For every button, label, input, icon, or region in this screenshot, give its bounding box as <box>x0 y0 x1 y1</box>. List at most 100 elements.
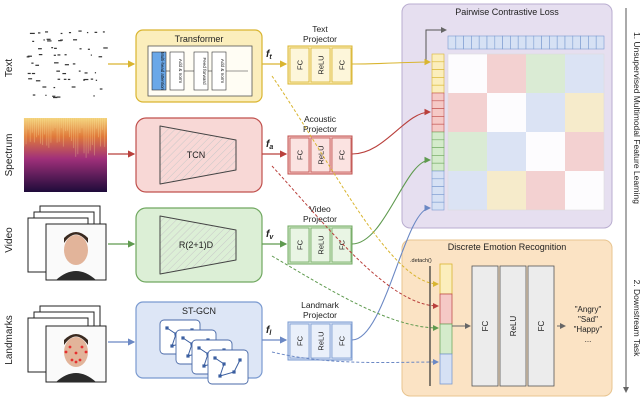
similarity-matrix-cell <box>526 93 565 132</box>
tcn-label: TCN <box>187 150 206 160</box>
loss-feature-bar-segment-top <box>525 35 535 50</box>
similarity-matrix-border <box>447 53 605 211</box>
text-glyph <box>95 79 98 81</box>
video-projector-subtitle: Projector <box>303 214 337 224</box>
text-projector-title: Text <box>312 24 328 34</box>
transformer-mha-label: Multi-head attention <box>160 52 165 90</box>
loss-feature-bar-segment <box>431 194 445 203</box>
text-glyph <box>90 78 94 80</box>
acoustic-projector-title: Acoustic <box>304 114 337 124</box>
landmark-projector-fc-layer-label: FC <box>338 335 347 346</box>
link-acoustic-feature-to-recognition <box>271 165 439 309</box>
spectrum-image <box>23 118 107 192</box>
landmark-frames <box>27 305 107 383</box>
loss-feature-bar-segment-top <box>564 35 574 50</box>
text-glyph <box>57 78 61 80</box>
text-glyph <box>87 48 90 50</box>
loss-feature-bar-segment-top <box>541 35 550 50</box>
text-glyph <box>78 70 81 72</box>
input-label-video: Video <box>4 227 15 253</box>
text-glyph <box>51 47 54 49</box>
detach-label: .detach() <box>410 258 432 264</box>
similarity-matrix-cell <box>565 93 604 132</box>
text-glyph <box>86 31 89 34</box>
feature-label-video: fv <box>266 229 274 241</box>
similarity-matrix-cell <box>565 132 604 171</box>
output-ellipsis: ... <box>585 335 592 344</box>
landmark-point <box>74 351 78 355</box>
link-landmark-projector-to-loss <box>351 204 432 341</box>
landmark-projector-relu-layer <box>310 323 331 359</box>
text-glyph <box>42 86 47 88</box>
text-glyph <box>90 54 92 56</box>
contrastive-loss-panel: Pairwise Contrastive Loss <box>401 3 613 229</box>
loss-feature-bar-segment-top <box>572 35 581 50</box>
feature-label-text: ft <box>266 49 272 61</box>
landmark-point <box>80 345 84 349</box>
landmark-projector-fc-layer <box>331 323 352 359</box>
recognition-feature-segment <box>439 293 453 325</box>
text-glyph <box>67 78 71 81</box>
text-glyph <box>56 70 60 72</box>
loss-feature-bar-segment <box>431 100 445 109</box>
similarity-matrix-cell <box>487 132 526 171</box>
text-glyph <box>103 47 108 49</box>
loss-feature-bar-segment <box>431 53 445 63</box>
loss-feature-bar-segment-top <box>517 35 527 50</box>
loss-feature-bar-segment <box>431 123 445 133</box>
loss-feature-bar-segment <box>431 170 445 180</box>
loss-feature-bar-segment-top <box>447 35 457 50</box>
loss-feature-bar-segment-top <box>533 35 542 50</box>
recognition-relu-layer-label: ReLU <box>509 316 518 337</box>
text-glyph <box>62 72 67 75</box>
landmark-projector-title: Landmark <box>301 300 340 310</box>
text-glyph <box>83 79 86 81</box>
video-projector-title: Video <box>309 204 331 214</box>
similarity-matrix-cell <box>487 171 526 210</box>
input-label-spectrum: Spectrum <box>4 134 15 177</box>
text-glyph <box>45 31 49 33</box>
stage2-label: 2. Downstream Task <box>632 280 640 358</box>
loss-feature-bar-segment <box>431 178 445 187</box>
loss-feature-bar-segment-top <box>549 35 558 50</box>
landmark-projector-relu-layer-label: ReLU <box>317 331 326 350</box>
text-glyph <box>35 64 40 66</box>
loss-feature-bar-segment <box>431 162 445 172</box>
video-frames <box>27 205 107 281</box>
text-glyph <box>73 39 78 41</box>
text-glyph <box>94 72 97 74</box>
acoustic-projector-fc-layer-label: FC <box>338 149 347 160</box>
similarity-matrix-cell <box>526 54 565 93</box>
text-glyph <box>64 54 67 56</box>
text-glyph <box>93 95 95 97</box>
loss-feature-bar-segment-top <box>588 35 597 50</box>
loss-feature-bar-segment-top <box>455 35 464 50</box>
text-glyph <box>45 94 47 96</box>
text-glyph <box>32 94 36 96</box>
loss-feature-bar-segment <box>431 61 445 70</box>
stgcn-graph-card <box>207 349 249 385</box>
text-glyph <box>31 62 34 64</box>
text-projector-relu-layer <box>310 47 331 83</box>
contrastive-title: Pairwise Contrastive Loss <box>455 7 559 17</box>
loss-feature-bar-segment <box>431 131 445 141</box>
text-glyph <box>52 95 56 97</box>
similarity-matrix-cell <box>526 171 565 210</box>
acoustic-projector-relu-layer <box>310 137 331 173</box>
r21d-label: R(2+1)D <box>179 240 214 250</box>
similarity-matrix-cell <box>565 54 604 93</box>
text-glyph <box>102 31 105 33</box>
acoustic-projector-fc-layer-label: FC <box>296 149 305 160</box>
loss-feature-bar-segment-top <box>463 35 472 50</box>
text-glyph <box>56 96 61 98</box>
recognition-title: Discrete Emotion Recognition <box>448 242 567 252</box>
link-text-feature-to-recognition <box>271 75 439 287</box>
landmark-point <box>64 350 68 354</box>
text-projector-fc-layer <box>289 47 310 83</box>
text-glyph <box>72 63 76 65</box>
text-glyph <box>98 56 103 58</box>
link-video-projector-to-loss <box>351 156 432 245</box>
